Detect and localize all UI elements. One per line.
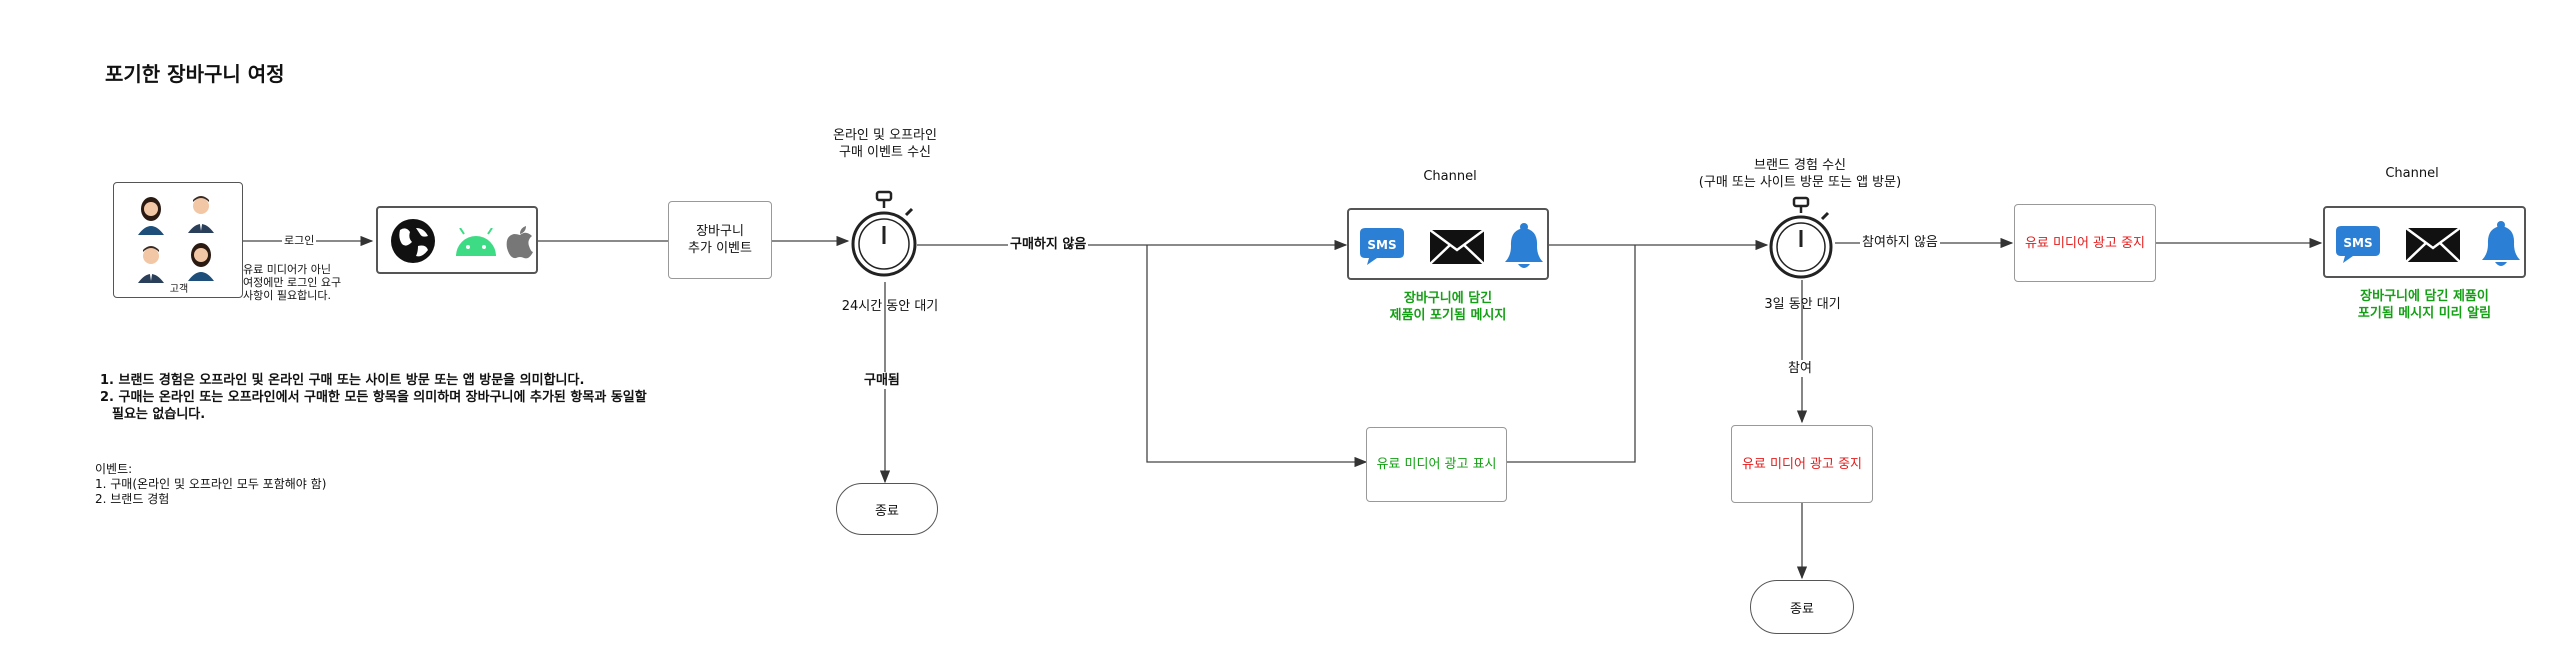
bell-icon: [2482, 221, 2520, 266]
sms-icon: SMS: [1360, 228, 1404, 265]
stop-paid-ad-box-top: 유료 미디어 광고 중지: [2014, 204, 2156, 282]
message-1: 장바구니에 담긴 제품이 포기됨 메시지: [1389, 291, 1507, 323]
person-icon: [188, 196, 214, 233]
purchased-label: 구매됨: [864, 372, 900, 389]
brand-exp-title: 브랜드 경험 수신 (구매 또는 사이트 방문 또는 앱 방문): [1698, 158, 1902, 190]
wait-24h-label: 24시간 동안 대기: [841, 299, 939, 314]
sms-text: SMS: [2343, 236, 2372, 250]
engaged-label: 참여: [1788, 360, 1812, 377]
apple-icon: [506, 226, 533, 259]
channel-1-box: SMS: [1347, 208, 1549, 280]
channel-1-label: Channel: [1423, 169, 1477, 184]
edge-to-paid-ad: [1146, 245, 1368, 468]
show-paid-ad-box: 유료 미디어 광고 표시: [1366, 427, 1507, 502]
event-receive-title: 온라인 및 오프라인 구매 이벤트 수신: [833, 128, 937, 160]
stopwatch-icon: [851, 190, 917, 277]
bell-icon: [1505, 223, 1543, 268]
stop-paid-ad-box-lower: 유료 미디어 광고 중지: [1731, 425, 1873, 503]
message-2: 장바구니에 담긴 제품이 포기됨 메시지 미리 알림: [2357, 289, 2492, 321]
login-label: 로그인: [282, 234, 317, 247]
login-note: 유료 미디어가 아닌 여정에만 로그인 요구 사항이 필요합니다.: [243, 263, 342, 302]
mail-icon: [2405, 227, 2461, 263]
devices-box: [376, 206, 538, 274]
android-icon: [456, 228, 496, 256]
customer-label: 고객: [169, 284, 189, 295]
person-icon: [138, 246, 164, 283]
channel-2-label: Channel: [2385, 166, 2439, 181]
cart-event-box: 장바구니 추가 이벤트: [668, 201, 772, 279]
events-list: 이벤트: 1. 구매(온라인 및 오프라인 모두 포함해야 함) 2. 브랜드 …: [95, 462, 327, 506]
person-icon: [188, 243, 214, 281]
end-node-1: 종료: [836, 483, 938, 535]
not-purchased-label: 구매하지 않음: [1008, 236, 1089, 253]
edge-paid-ad-merge: [1507, 245, 1636, 463]
end-node-2: 종료: [1750, 580, 1854, 634]
diagram-title: 포기한 장바구니 여정: [105, 62, 285, 86]
person-icon: [138, 197, 164, 235]
globe-icon: [391, 219, 435, 263]
wait-3d-label: 3일 동안 대기: [1764, 297, 1841, 312]
sms-text: SMS: [1367, 238, 1396, 252]
sms-icon: SMS: [2336, 226, 2380, 263]
stopwatch-icon: [1769, 196, 1833, 279]
mail-icon: [1429, 229, 1485, 265]
not-engaged-label: 참여하지 않음: [1860, 234, 1940, 251]
notes: 1. 브랜드 경험은 오프라인 및 온라인 구매 또는 사이트 방문 또는 앱 …: [100, 373, 647, 422]
channel-2-box: SMS: [2323, 206, 2526, 278]
customer-box: 고객: [113, 182, 243, 298]
